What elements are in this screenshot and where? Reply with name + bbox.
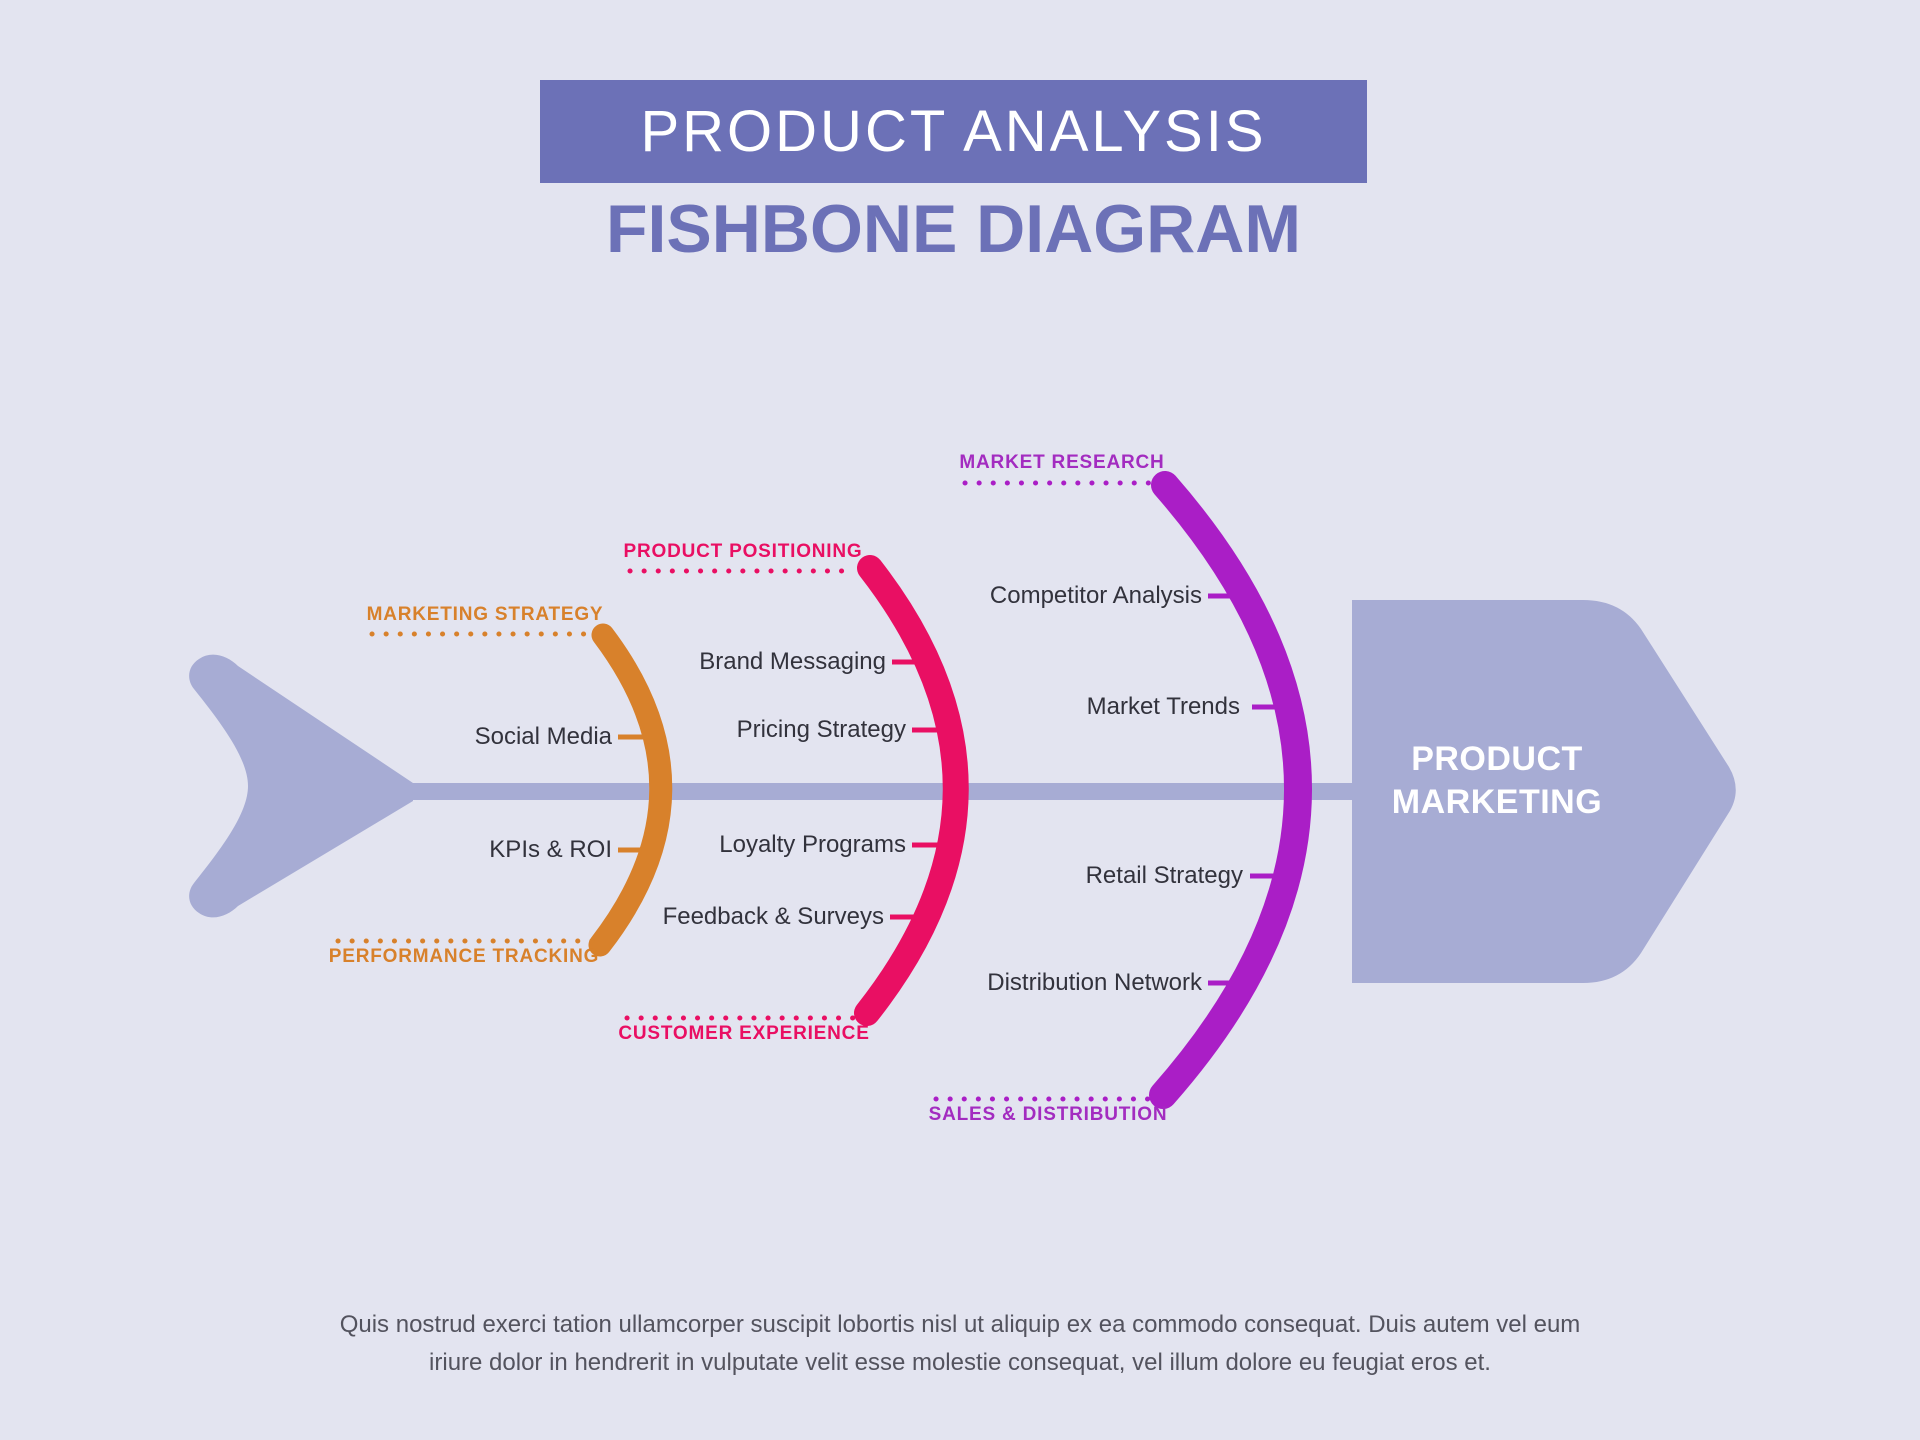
category-label-market-research: MARKET RESEARCH xyxy=(959,452,1165,473)
item-label-feedback-surveys: Feedback & Surveys xyxy=(662,903,884,930)
item-label-retail-strategy: Retail Strategy xyxy=(1085,862,1243,889)
title-banner: PRODUCT ANALYSIS xyxy=(540,80,1367,183)
page-subtitle: FISHBONE DIAGRAM xyxy=(605,191,1302,267)
category-label-marketing-strategy: MARKETING STRATEGY xyxy=(366,604,604,625)
category-label-sales-distribution: SALES & DISTRIBUTION xyxy=(928,1104,1168,1125)
category-label-product-positioning: PRODUCT POSITIONING xyxy=(623,541,863,562)
bone-arc-product-positioning xyxy=(854,555,969,1026)
category-label-customer-experience: CUSTOMER EXPERIENCE xyxy=(618,1023,870,1044)
item-label-pricing-strategy: Pricing Strategy xyxy=(736,716,906,743)
item-label-loyalty-programs: Loyalty Programs xyxy=(719,831,906,858)
item-label-social-media: Social Media xyxy=(474,723,612,750)
category-label-performance-tracking: PERFORMANCE TRACKING xyxy=(328,946,600,967)
footer-text: Quis nostrud exerci tation ullamcorper s… xyxy=(0,1306,1920,1382)
fish-spine xyxy=(410,783,1360,800)
fish-head-shape xyxy=(1352,600,1736,983)
item-label-competitor-analysis: Competitor Analysis xyxy=(989,582,1202,609)
footer-line-1: Quis nostrud exerci tation ullamcorper s… xyxy=(339,1311,1581,1338)
fish-head-label: PRODUCT MARKETING xyxy=(1391,740,1603,821)
bone-arc-marketing-strategy xyxy=(588,623,673,957)
bone-arc-market-research xyxy=(1149,471,1312,1109)
item-label-distribution-network: Distribution Network xyxy=(987,969,1202,996)
item-label-kpis-roi: KPIs & ROI xyxy=(489,836,612,863)
footer-line-2: iriure dolor in hendrerit in vulputate v… xyxy=(429,1349,1491,1376)
fish-tail-shape xyxy=(189,654,413,918)
item-label-market-trends: Market Trends xyxy=(1086,693,1240,720)
page-title: PRODUCT ANALYSIS xyxy=(640,99,1267,164)
item-label-brand-messaging: Brand Messaging xyxy=(699,648,886,675)
